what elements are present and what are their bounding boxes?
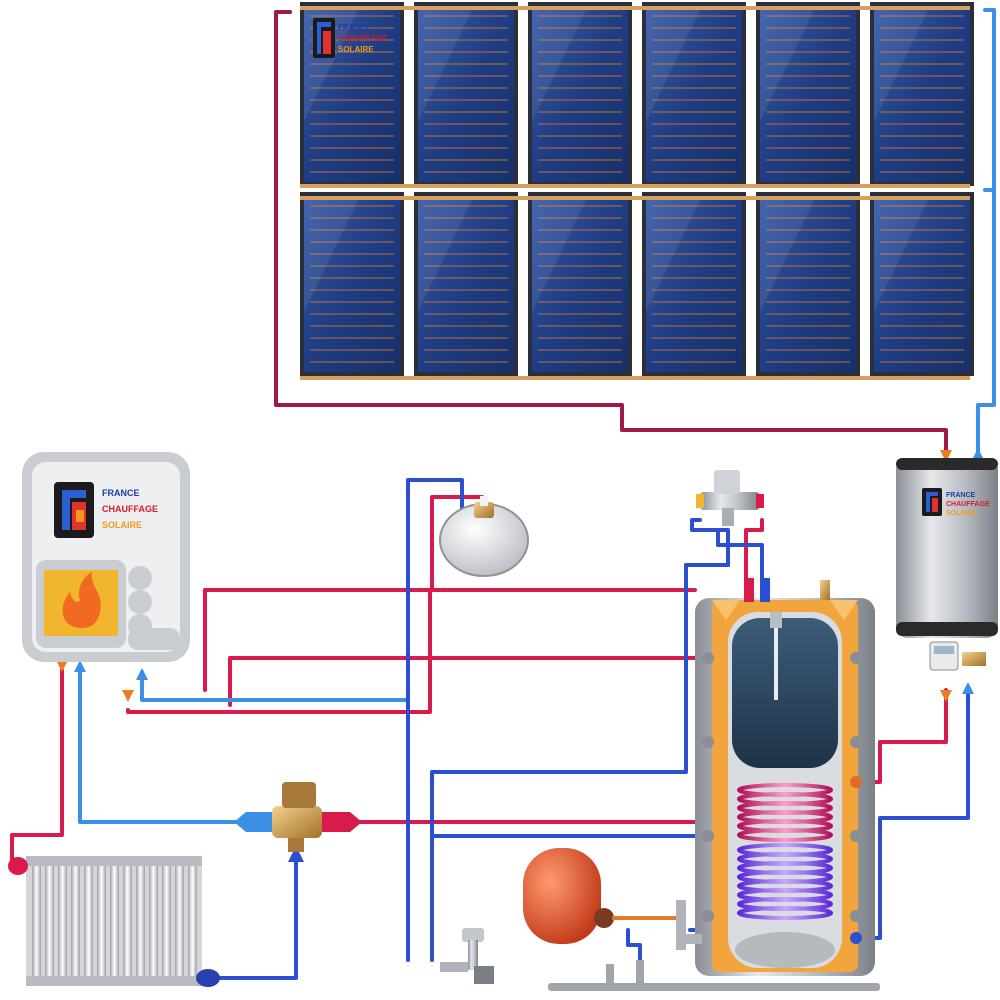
drain-line: [548, 960, 880, 991]
solar-panel-icon: [756, 192, 860, 376]
solar-panel-icon: [870, 192, 974, 376]
arrow-down-icon: [940, 690, 952, 702]
arrow-down-icon: [940, 450, 952, 462]
radiator: [8, 856, 220, 987]
solar-panel-icon: [414, 192, 518, 376]
collector-headers: [300, 6, 970, 380]
solar-panel-icon: [870, 2, 974, 186]
solar-cold-pipe: [976, 188, 996, 458]
brand-small-line1: FRANCE: [946, 492, 975, 499]
panel-brand-line3: SOLAIRE: [338, 45, 374, 54]
arrow-left-icon: [234, 812, 272, 832]
radiator-inlet: [8, 857, 28, 875]
brand-line1: FRANCE: [102, 488, 140, 498]
solar-panel-icon: [756, 2, 860, 186]
radiator-outlet: [196, 969, 220, 987]
brand-logo-small: [922, 488, 942, 516]
solar-panel-icon: [414, 2, 518, 186]
arrow-down-icon: [122, 690, 134, 702]
solar-panel-icon: [300, 192, 404, 376]
thermostatic-mixing-valve: [696, 470, 764, 526]
pipe-network: [10, 8, 996, 980]
brand-line2: CHAUFFAGE: [102, 504, 158, 514]
panel-brand-line2: CHAUFFAGE: [338, 34, 388, 43]
brand-logo: [54, 482, 94, 538]
arrow-up-icon: [74, 660, 86, 672]
flame-icon: [62, 572, 101, 628]
solar-expansion-vessel: [523, 848, 702, 950]
flow-arrows: [56, 448, 984, 862]
brand-small-line2: CHAUFFAGE: [946, 501, 990, 508]
solar-panel-icon: [642, 192, 746, 376]
boiler-hot-pipe: [203, 588, 697, 692]
arrow-up-icon: [288, 846, 304, 862]
brand-small-line3: SOLAIRE: [946, 510, 977, 517]
panel-brand-logo: FRANCE CHAUFFAGE SOLAIRE: [313, 18, 388, 58]
tank-ports: [702, 652, 862, 944]
solar-hot-pipe: [274, 10, 948, 458]
brand-line3: SOLAIRE: [102, 520, 142, 530]
arrow-up-icon: [972, 448, 984, 460]
three-way-valve: [234, 782, 362, 852]
heat-exchanger-coils: [737, 783, 833, 920]
solar-panel-icon: [528, 192, 632, 376]
boiler: FRANCE CHAUFFAGE SOLAIRE: [22, 452, 190, 662]
panel-brand-line1: FRANCE: [338, 23, 372, 32]
buffer-tank: [695, 578, 875, 976]
arrow-up-icon: [136, 668, 148, 680]
boiler-cold-pipe: [78, 670, 240, 824]
arrow-up-icon: [962, 682, 974, 694]
expansion-tank: [439, 496, 529, 577]
solar-panel-icon: [528, 2, 632, 186]
arrow-right-icon: [322, 812, 362, 832]
solar-collector-array: FRANCE CHAUFFAGE SOLAIRE: [300, 2, 974, 376]
solar-station-tank: FRANCE CHAUFFAGE SOLAIRE: [896, 458, 998, 671]
cold-water-tap: [440, 928, 494, 984]
arrow-down-icon: [56, 660, 68, 672]
solar-panel-icon: [642, 2, 746, 186]
